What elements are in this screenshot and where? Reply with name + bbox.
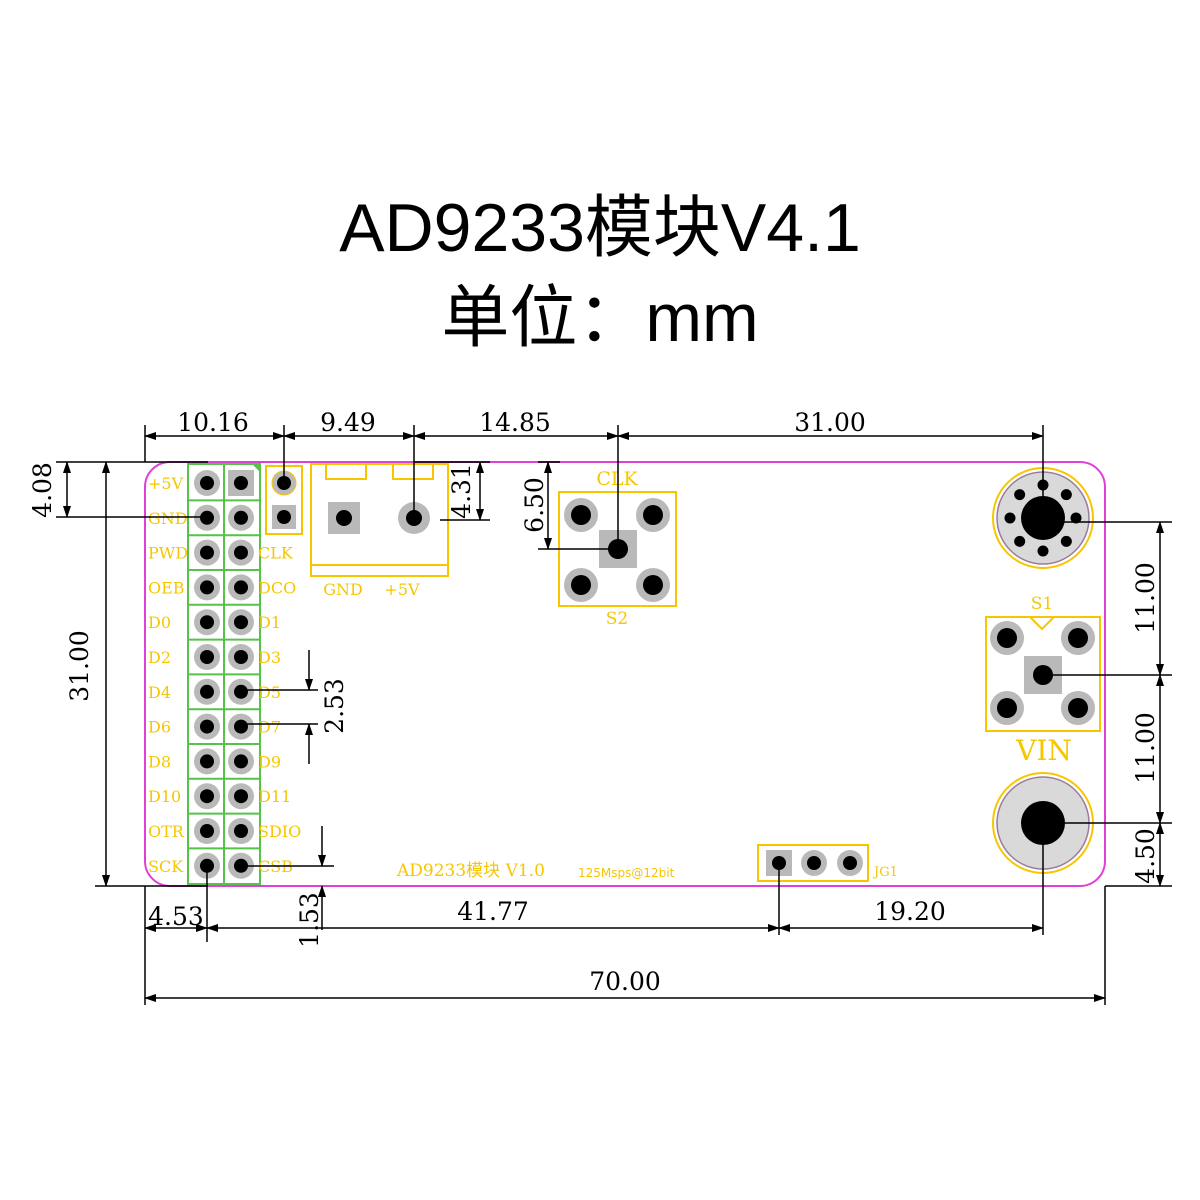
- header-left-label: D4: [148, 683, 171, 702]
- header-right-label: D3: [258, 648, 281, 667]
- dim-bottom-pin-offset: 1.53: [295, 892, 324, 948]
- header-right-label: D1: [258, 613, 281, 632]
- header-right-label: SDIO: [258, 822, 301, 841]
- s1-label: S1: [1031, 594, 1053, 614]
- dimension-lines: [56, 425, 1172, 1005]
- jumper-jg1: JG1: [757, 844, 898, 882]
- dim-left-small: 4.08: [28, 462, 57, 518]
- s2-label: S2: [606, 609, 628, 629]
- dim-top-2: 9.49: [320, 408, 376, 437]
- dim-right-2: 11.00: [1131, 712, 1160, 784]
- header-left-label: D2: [148, 648, 171, 667]
- header-right-label: D7: [258, 718, 281, 737]
- dim-top-4: 31.00: [794, 408, 866, 437]
- header-left-label: D8: [148, 752, 171, 771]
- header-left-label: +5V: [148, 474, 184, 493]
- vin-label: VIN: [1015, 734, 1072, 767]
- aux-pin-block: [265, 465, 303, 535]
- board-outline: [144, 461, 1106, 887]
- header-right-label: D9: [258, 752, 281, 771]
- dim-total-width: 70.00: [589, 967, 661, 996]
- header-left-label: D6: [148, 718, 171, 737]
- diagram-title: AD9233模块V4.1: [339, 190, 861, 266]
- vin-connector: S1 VIN: [985, 594, 1101, 767]
- header-right-label: D11: [258, 787, 291, 806]
- clk-connector: CLK S2: [558, 468, 677, 629]
- header-left-label: D10: [148, 787, 181, 806]
- header-left-label: OTR: [148, 822, 185, 841]
- header-left-label: SCK: [148, 857, 184, 876]
- diagram-subtitle: 单位：mm: [441, 280, 759, 356]
- dim-pin-pitch: 2.53: [320, 678, 349, 734]
- dim-top-3: 14.85: [479, 408, 551, 437]
- pin-header: [187, 463, 261, 885]
- dim-clk-height: 6.50: [520, 477, 549, 533]
- dim-right-3: 4.50: [1131, 828, 1160, 884]
- header-right-label: CLK: [258, 544, 294, 563]
- header-left-label: OEB: [148, 578, 185, 597]
- power-connector: GND +5V: [310, 463, 449, 599]
- header-right-label: DCO: [258, 578, 296, 597]
- header-left-label: D0: [148, 613, 171, 632]
- board-spec: 125Msps@12bit: [578, 866, 675, 880]
- power-vcc-label: +5V: [384, 580, 420, 599]
- dim-bottom-1: 4.53: [148, 902, 204, 931]
- header-left-label: GND: [148, 509, 188, 528]
- dim-left-big: 31.00: [65, 630, 94, 702]
- dim-right-1: 11.00: [1131, 562, 1160, 634]
- dim-top-1: 10.16: [177, 408, 249, 437]
- header-right-label: D5: [258, 683, 281, 702]
- power-gnd-label: GND: [323, 580, 363, 599]
- dim-power-height: 4.31: [447, 463, 476, 519]
- dim-bottom-2: 41.77: [457, 897, 529, 926]
- header-left-label: PWD: [148, 544, 188, 563]
- board-name: AD9233模块 V1.0: [396, 861, 545, 881]
- dim-bottom-3: 19.20: [874, 897, 946, 926]
- jg1-label: JG1: [872, 865, 898, 880]
